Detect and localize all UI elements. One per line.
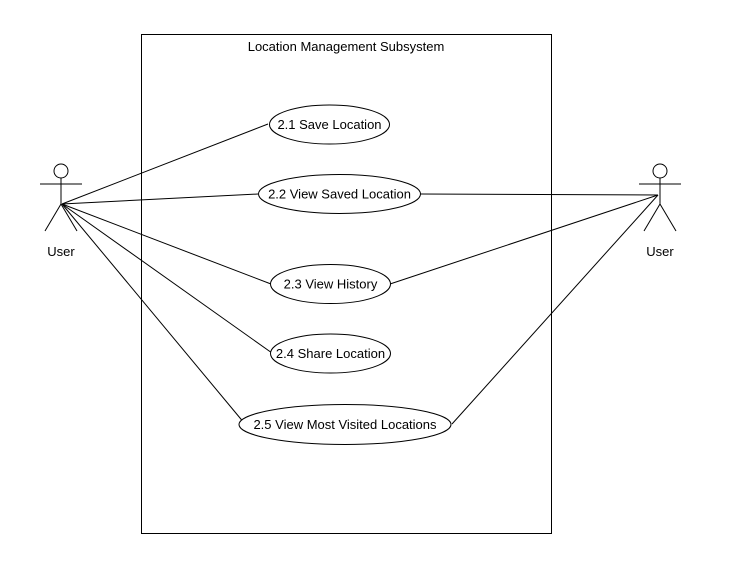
association-user-right-view-saved-location (419, 193, 659, 196)
use-case-view-history[interactable]: 2.3 View History (270, 264, 391, 304)
association-user-right-most-visited (451, 194, 659, 425)
actor-label: User (646, 244, 674, 259)
association-lines (61, 123, 659, 425)
use-case-ellipse (269, 104, 390, 145)
association-user-left-most-visited (61, 203, 246, 425)
use-case-save-location[interactable]: 2.1 Save Location (269, 104, 390, 145)
use-case-ellipse (238, 404, 452, 445)
use-case-ellipse (270, 264, 391, 304)
use-case-share-location[interactable]: 2.4 Share Location (270, 333, 391, 374)
association-user-left-save-location (61, 123, 269, 205)
actor-label: User (47, 244, 75, 259)
use-case-label: 2.5 View Most Visited Locations (253, 417, 437, 432)
association-user-right-view-history (389, 194, 659, 285)
use-case-label: 2.1 Save Location (277, 117, 381, 132)
stick-figure-icon (40, 163, 82, 232)
actor-user-left[interactable]: User (40, 163, 82, 259)
system-title: Location Management Subsystem (248, 39, 445, 54)
use-case-ellipse (258, 174, 421, 214)
use-case-most-visited-locations[interactable]: 2.5 View Most Visited Locations (238, 404, 452, 445)
use-case-ellipse (270, 333, 391, 374)
use-case-view-saved-location[interactable]: 2.2 View Saved Location (258, 174, 421, 214)
association-user-left-share-location (61, 203, 273, 354)
use-case-label: 2.3 View History (284, 277, 378, 292)
stick-figure-icon (639, 163, 681, 232)
association-user-left-view-saved-location (61, 193, 259, 205)
use-case-label: 2.4 Share Location (276, 346, 385, 361)
use-case-label: 2.2 View Saved Location (268, 187, 411, 202)
association-user-left-view-history (61, 203, 272, 285)
system-boundary (141, 34, 552, 534)
actor-user-right[interactable]: User (639, 163, 681, 259)
